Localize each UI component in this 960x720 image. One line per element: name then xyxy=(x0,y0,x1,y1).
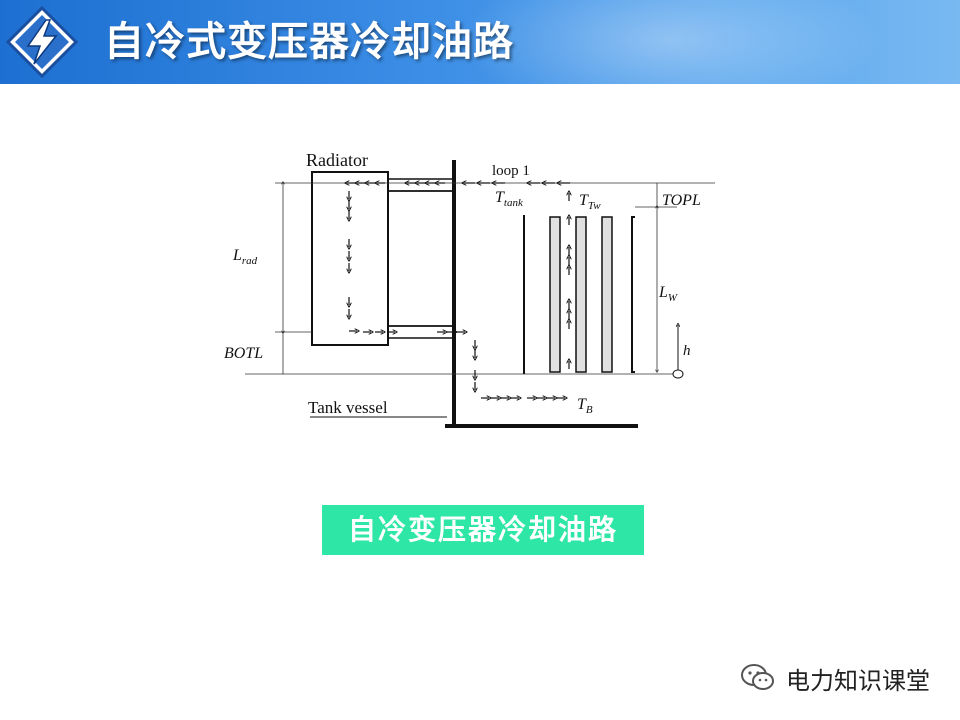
lightning-diamond-icon xyxy=(6,6,78,78)
winding-3 xyxy=(601,216,613,373)
botl-label: BOTL xyxy=(224,345,263,362)
radiator-label: Radiator xyxy=(306,150,368,170)
radiator-panel xyxy=(387,190,454,327)
lw-label: LW xyxy=(658,284,678,304)
winding-2 xyxy=(575,216,587,373)
diagram-caption: 自冷变压器冷却油路 xyxy=(322,505,644,555)
wechat-icon xyxy=(741,664,774,690)
header-glow xyxy=(460,0,880,84)
winding-1 xyxy=(549,216,561,373)
t-b-label: TB xyxy=(577,396,593,416)
topl-label: TOPL xyxy=(662,192,701,209)
tank-vessel-label: Tank vessel xyxy=(308,398,388,417)
lrad-label: Lrad xyxy=(232,247,258,267)
header-bar: 自冷式变压器冷却油路 xyxy=(0,0,960,84)
cooling-loop-diagram: Radiator loop 1 Ttank TTw TOPL Lrad LW h… xyxy=(224,150,715,428)
page-title: 自冷式变压器冷却油路 xyxy=(104,19,514,65)
radiator-box xyxy=(311,171,389,346)
winding-outer xyxy=(631,216,635,373)
t-tank-label: Ttank xyxy=(495,189,524,209)
watermark-text: 电力知识课堂 xyxy=(786,666,930,695)
h-label: h xyxy=(683,343,691,359)
watermark: 电力知识课堂 xyxy=(740,660,930,696)
loop-label: loop 1 xyxy=(492,163,530,179)
t-tw-label: TTw xyxy=(579,192,601,212)
top-pipe xyxy=(387,178,454,192)
flow-arrows xyxy=(347,183,570,398)
